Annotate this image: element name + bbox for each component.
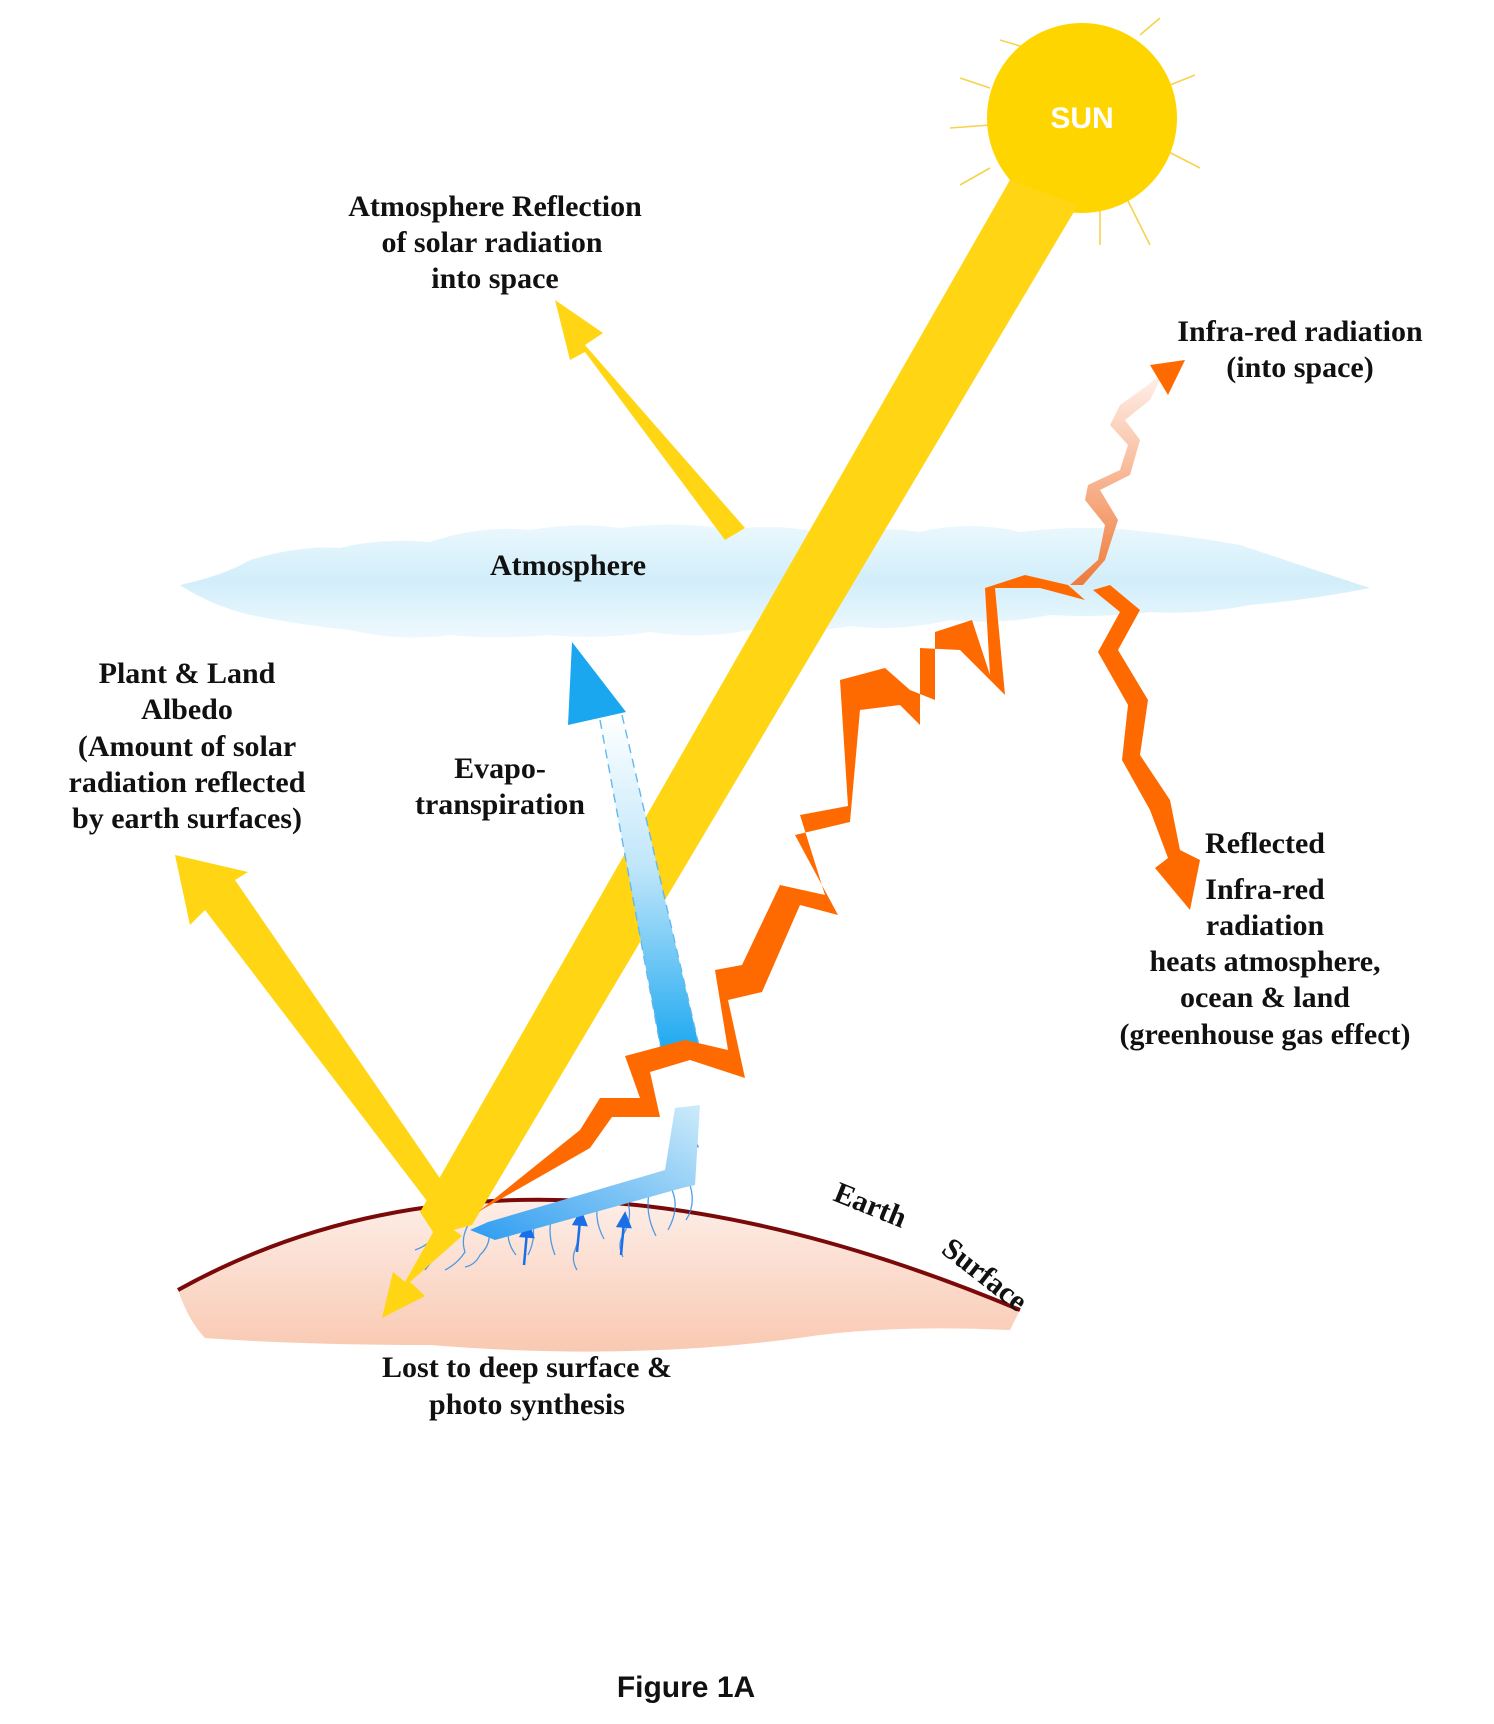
label-plant-land-albedo: Plant & Land Albedo (Amount of solar rad… [69, 657, 306, 835]
label-evapotranspiration: Evapo- transpiration [415, 752, 585, 821]
evap-arrowhead [568, 642, 626, 725]
incoming-solar-beam [420, 180, 1078, 1235]
label-infrared-space: Infra-red radiation (into space) [1177, 315, 1423, 384]
svg-text:into space: into space [431, 262, 559, 295]
evap-dashed-edge [599, 714, 701, 1056]
svg-text:by earth surfaces): by earth surfaces) [72, 802, 302, 835]
svg-text:Plant & Land: Plant & Land [99, 657, 276, 690]
atmosphere-reflection-arrow [555, 300, 745, 540]
infrared-radiation [478, 360, 1200, 1212]
infrared-space-arrowhead [1150, 360, 1185, 395]
atmosphere-band [180, 524, 1370, 638]
figure-caption: Figure 1A [617, 1671, 755, 1704]
svg-text:(into space): (into space) [1226, 351, 1373, 384]
sun: SUN [949, 17, 1201, 246]
label-earth: Earth [829, 1176, 911, 1235]
svg-text:photo synthesis: photo synthesis [429, 1388, 625, 1421]
earth-curve [177, 1197, 1021, 1312]
svg-text:(Amount of solar: (Amount of solar [78, 730, 296, 763]
svg-text:Infra-red: Infra-red [1205, 873, 1325, 906]
svg-text:Evapo-: Evapo- [454, 752, 546, 785]
label-reflected-infrared: Reflected Infra-red radiation heats atmo… [1119, 827, 1410, 1051]
evap-lower-stream [470, 1105, 700, 1240]
albedo-arrow [175, 855, 448, 1205]
svg-text:heats atmosphere,: heats atmosphere, [1149, 945, 1380, 978]
infrared-zigzag-up [478, 575, 1085, 1212]
svg-text:Albedo: Albedo [141, 693, 233, 726]
label-lost-deep-surface: Lost to deep surface & photo synthesis [382, 1351, 672, 1421]
surface-loss-arrow [382, 1220, 462, 1318]
svg-text:ocean & land: ocean & land [1180, 981, 1350, 1014]
evapotranspiration [470, 642, 701, 1240]
svg-text:Infra-red radiation: Infra-red radiation [1177, 315, 1423, 348]
infrared-zigzag-down [1093, 585, 1200, 910]
svg-text:Reflected: Reflected [1205, 827, 1325, 860]
svg-text:Lost to deep surface &: Lost to deep surface & [382, 1351, 672, 1384]
evap-upper-stream [600, 715, 700, 1055]
label-atmosphere-reflection: Atmosphere Reflection of solar radiation… [348, 190, 642, 295]
label-atmosphere: Atmosphere [490, 549, 646, 582]
svg-text:radiation reflected: radiation reflected [69, 766, 306, 799]
svg-text:transpiration: transpiration [415, 788, 585, 821]
svg-text:Atmosphere Reflection: Atmosphere Reflection [348, 190, 642, 223]
sun-disc [987, 23, 1177, 213]
svg-text:radiation: radiation [1206, 909, 1325, 942]
infrared-to-space-fade [1070, 370, 1165, 585]
solar-radiation [175, 180, 1078, 1318]
sun-label: SUN [1050, 102, 1113, 135]
svg-text:(greenhouse gas effect): (greenhouse gas effect) [1119, 1018, 1410, 1051]
svg-text:of solar radiation: of solar radiation [381, 226, 602, 259]
